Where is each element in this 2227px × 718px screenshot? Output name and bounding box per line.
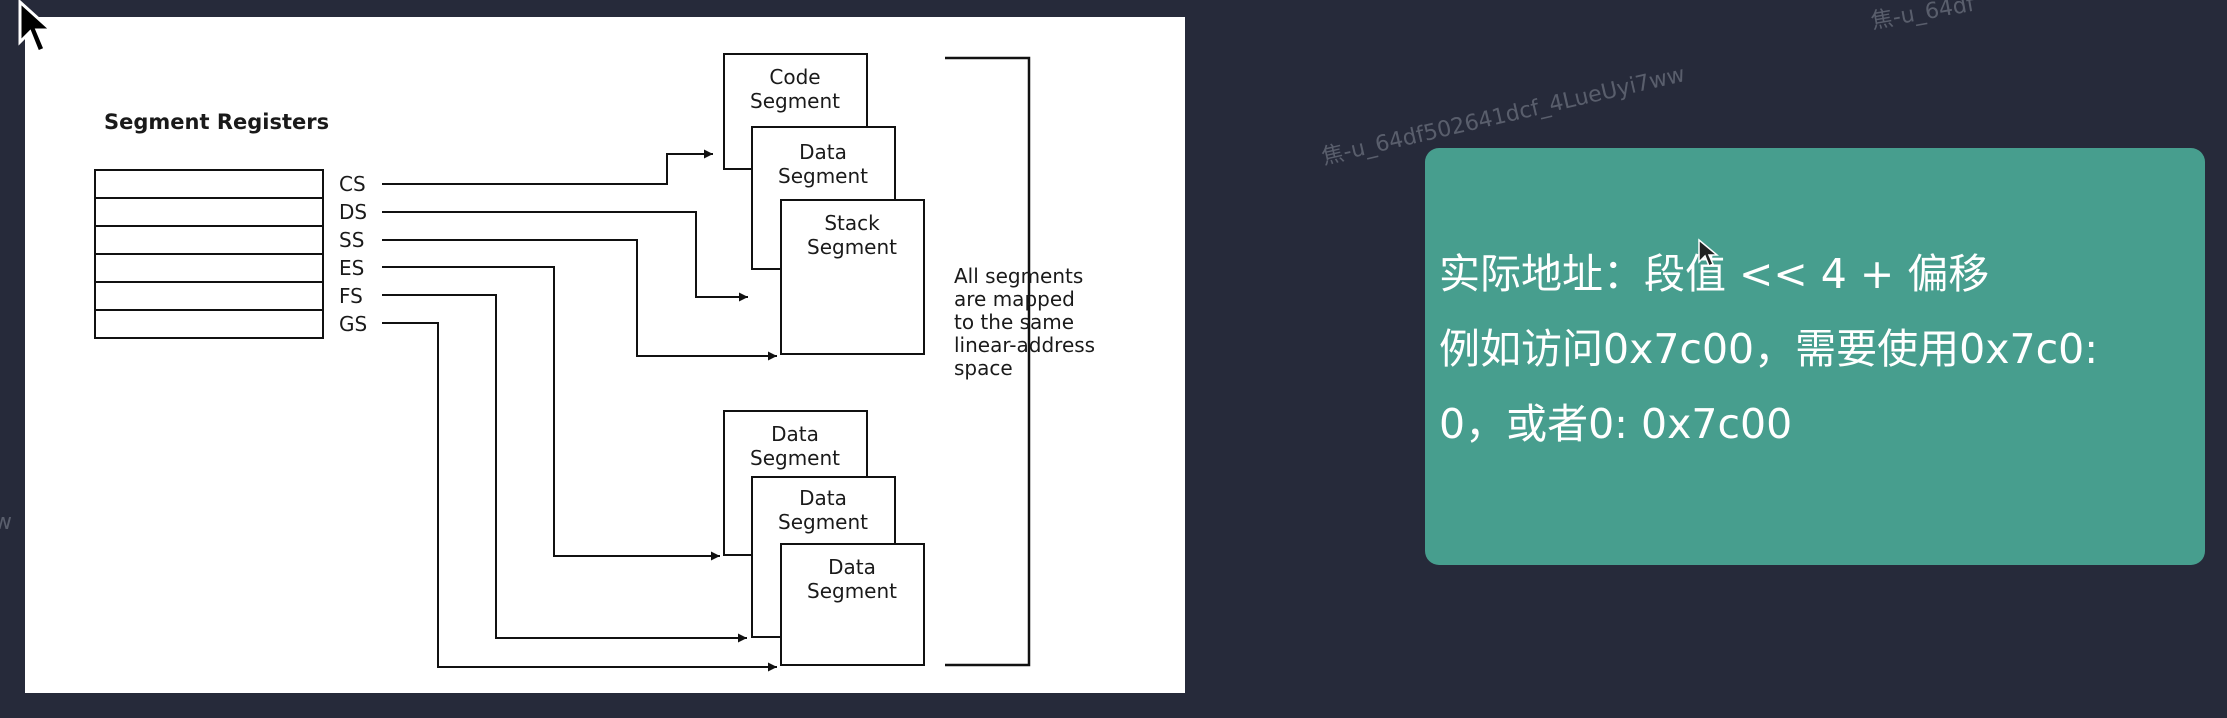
connector-cs [382, 149, 713, 185]
connector-ss [382, 239, 777, 361]
mapping-note-line-1: All segments [954, 264, 1083, 288]
connector-fs [382, 294, 747, 643]
register-label-ss: SS [339, 228, 364, 252]
register-label-gs: GS [339, 312, 367, 336]
register-label-fs: FS [339, 284, 363, 308]
register-label-ds: DS [339, 200, 367, 224]
register-row-cs [94, 169, 324, 199]
svg-text:Segment: Segment [750, 89, 840, 113]
register-label-cs: CS [339, 172, 366, 196]
explanation-card: 实际地址：段值 << 4 + 偏移 例如访问0x7c00，需要使用0x7c0: … [1425, 148, 2205, 565]
watermark-3: ww [0, 510, 12, 535]
svg-text:Segment: Segment [778, 510, 868, 534]
note-line-2: 例如访问0x7c00，需要使用0x7c0: [1439, 325, 2099, 373]
svg-text:Segment: Segment [778, 164, 868, 188]
mapping-note-line-2: are mapped [954, 287, 1075, 311]
register-row-es [94, 253, 324, 283]
register-row-ss [94, 225, 324, 255]
note-line-3: 0，或者0: 0x7c00 [1439, 400, 1793, 448]
svg-text:Segment: Segment [750, 446, 840, 470]
svg-text:Data: Data [828, 555, 876, 579]
register-label-es: ES [339, 256, 364, 280]
mapping-note-line-3: to the same [954, 310, 1074, 334]
connector-gs [382, 322, 777, 672]
svg-text:Data: Data [799, 140, 847, 164]
address-space-bracket [945, 56, 1031, 667]
mapping-note-line-4: linear-address [954, 333, 1095, 357]
register-row-gs [94, 309, 324, 339]
svg-text:Segment: Segment [807, 579, 897, 603]
svg-text:Data: Data [771, 422, 819, 446]
segment-registers-diagram: Segment Registers CS DS SS ES FS GS Code… [94, 53, 1095, 672]
mouse-cursor-icon [18, 0, 54, 54]
register-table [94, 169, 324, 339]
svg-text:Code: Code [769, 65, 820, 89]
registers-title: Segment Registers [104, 110, 329, 134]
stack-segment: Stack Segment [780, 199, 925, 355]
svg-text:Segment: Segment [807, 235, 897, 259]
mapping-note-line-5: space [954, 356, 1013, 380]
register-row-ds [94, 197, 324, 227]
pointer-cursor-icon [1698, 238, 1719, 268]
connector-es [382, 266, 720, 561]
data-segment-bottom-3: Data Segment [780, 543, 925, 666]
watermark-2: 焦-u_64df [1869, 0, 1977, 35]
svg-text:Stack: Stack [824, 211, 880, 235]
note-line-1: 实际地址：段值 << 4 + 偏移 [1439, 250, 1990, 298]
connector-ds [382, 211, 748, 302]
register-row-fs [94, 281, 324, 311]
slide-image: Segment Registers CS DS SS ES FS GS Code… [25, 17, 1185, 693]
svg-text:Data: Data [799, 486, 847, 510]
